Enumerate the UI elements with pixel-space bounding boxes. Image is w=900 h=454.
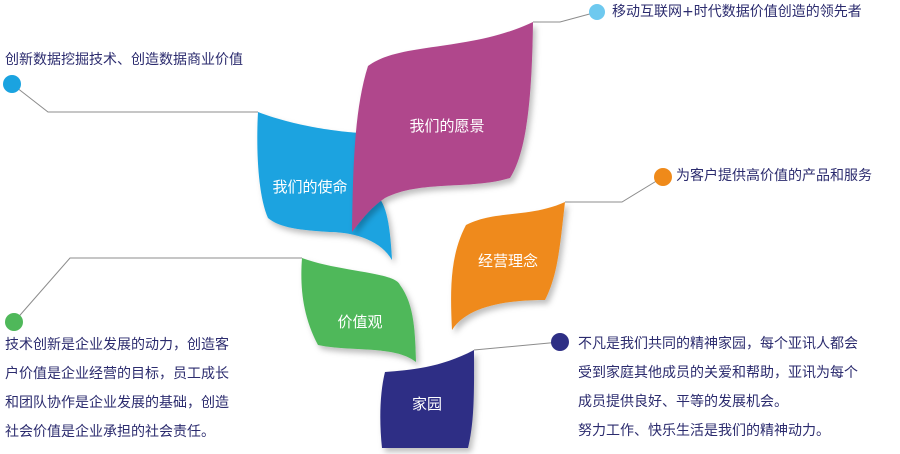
values-line-4: 社会价值是企业承担的社会责任。 bbox=[5, 424, 215, 440]
leaf-values bbox=[301, 258, 416, 362]
connector-home bbox=[473, 341, 561, 351]
callout-philosophy: 为客户提供高价值的产品和服务 bbox=[676, 168, 872, 184]
home-line-1: 不凡是我们共同的精神家园，每个亚讯人都会 bbox=[578, 336, 858, 352]
values-line-2: 户价值是企业经营的目标，员工成长 bbox=[5, 366, 229, 382]
dot-values bbox=[5, 313, 23, 331]
leaf-label-values: 价值观 bbox=[337, 313, 383, 331]
leaf-label-philosophy: 经营理念 bbox=[477, 252, 538, 270]
leaf-label-vision: 我们的愿景 bbox=[409, 117, 485, 135]
values-line-1: 技术创新是企业发展的动力，创造客 bbox=[5, 337, 229, 353]
dot-home bbox=[551, 333, 569, 351]
callout-home: 不凡是我们共同的精神家园，每个亚讯人都会 受到家庭其他成员的关爱和帮助，亚讯为每… bbox=[578, 330, 858, 446]
callout-vision: 移动互联网+时代数据价值创造的领先者 bbox=[612, 4, 862, 20]
home-line-2: 受到家庭其他成员的关爱和帮助，亚讯为每个 bbox=[578, 365, 858, 381]
home-line-4: 努力工作、快乐生活是我们的精神动力。 bbox=[578, 423, 830, 439]
callout-mission: 创新数据挖掘技术、创造数据商业价值 bbox=[5, 52, 243, 68]
connector-values bbox=[13, 257, 302, 323]
leaf-vision bbox=[352, 22, 533, 232]
connector-vision bbox=[533, 11, 598, 23]
leaf-philosophy bbox=[451, 202, 565, 330]
dot-philosophy bbox=[654, 168, 672, 186]
connector-philosophy bbox=[565, 176, 664, 203]
dot-mission bbox=[3, 75, 21, 93]
leaf-home bbox=[380, 350, 475, 448]
leaf-label-mission: 我们的使命 bbox=[272, 178, 348, 196]
home-line-3: 成员提供良好、平等的发展机会。 bbox=[578, 394, 788, 410]
leaf-label-home: 家园 bbox=[411, 395, 442, 413]
values-line-3: 和团队协作是企业发展的基础，创造 bbox=[5, 395, 229, 411]
callout-values: 技术创新是企业发展的动力，创造客 户价值是企业经营的目标，员工成长 和团队协作是… bbox=[5, 331, 229, 447]
connectors bbox=[11, 11, 664, 351]
connector-mission bbox=[11, 83, 258, 113]
dot-vision bbox=[589, 4, 605, 20]
